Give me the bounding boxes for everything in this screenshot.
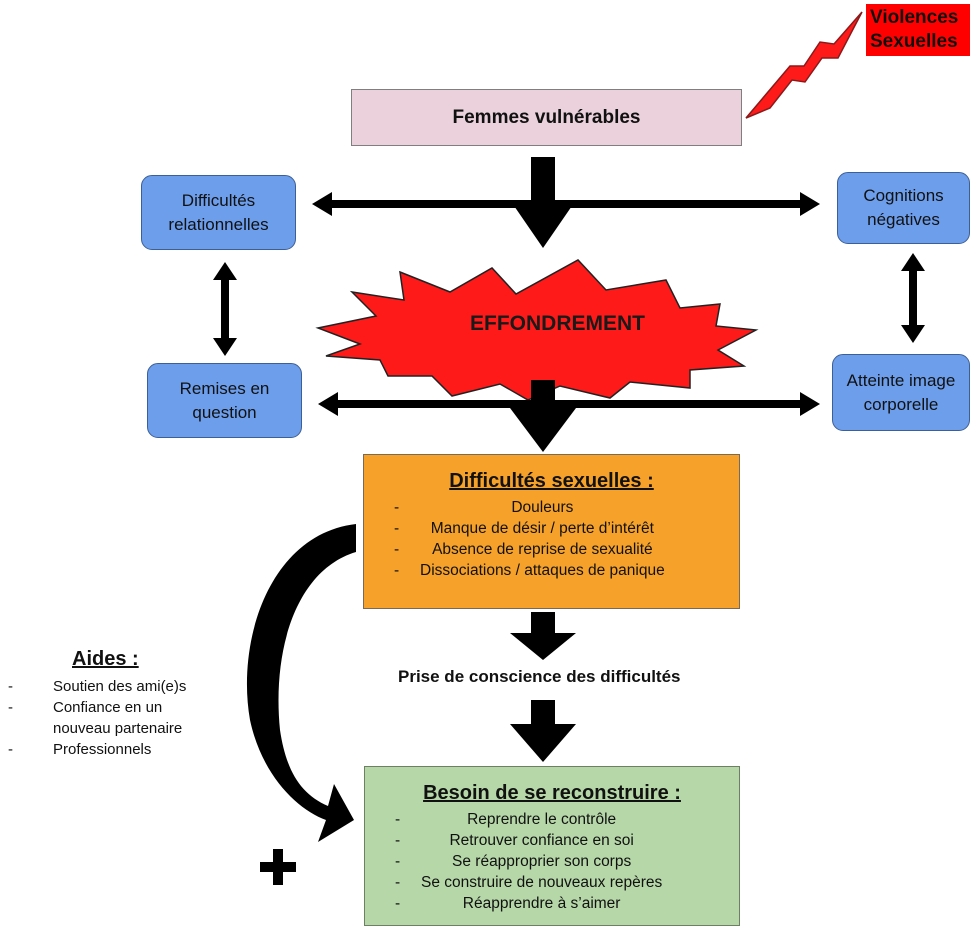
sexual-difficulties-title: Difficultés sexuelles : [449, 470, 654, 492]
list-item: Réapprendre à s’aimer [395, 893, 662, 914]
cognitions-line2: négatives [867, 210, 940, 229]
list-item: Retrouver confiance en soi [395, 830, 662, 851]
body-image-line1: Atteinte image [846, 370, 956, 390]
body-image-box: Atteinte image corporelle [832, 354, 970, 431]
violence-line1: Violences [870, 7, 959, 28]
awareness-label: Prise de conscience des difficultés [398, 667, 681, 686]
list-item-continuation: nouveau partenaire [53, 720, 183, 737]
rebuild-list: Reprendre le contrôle Retrouver confianc… [365, 809, 662, 914]
double-arrow-right [901, 253, 925, 343]
list-item: Absence de reprise de sexualité [394, 539, 665, 560]
list-item: Soutien des ami(e)s [8, 676, 186, 697]
sexual-difficulties-list: Douleurs Manque de désir / perte d’intér… [364, 497, 665, 581]
lightning-icon [745, 11, 863, 119]
negative-cognitions-box: Cognitions négatives [837, 172, 970, 244]
list-item: Reprendre le contrôle [395, 809, 662, 830]
cognitions-line1: Cognitions [863, 186, 944, 205]
rebuild-box: Besoin de se reconstruire : Reprendre le… [364, 766, 740, 926]
list-item: Professionnels [8, 739, 186, 760]
questioning-box: Remises en question [147, 363, 302, 438]
rebuild-title: Besoin de se reconstruire : [423, 782, 681, 804]
aides-title: Aides : [72, 648, 139, 670]
violence-label: Violences Sexuelles [866, 4, 970, 56]
vulnerable-women-label: Femmes vulnérables [452, 106, 641, 128]
plus-icon-horizontal [260, 862, 296, 872]
sexual-difficulties-box: Difficultés sexuelles : Douleurs Manque … [363, 454, 740, 609]
down-arrow-rebuild [510, 700, 576, 762]
down-arrow-collapse [510, 380, 576, 452]
vulnerable-women-box: Femmes vulnérables [351, 89, 742, 146]
collapse-label: EFFONDREMENT [470, 312, 645, 335]
list-item: Dissociations / attaques de panique [394, 560, 665, 581]
explosion-burst-icon [315, 259, 759, 401]
down-arrow-awareness [510, 612, 576, 660]
questioning-line2: question [192, 402, 257, 422]
list-item: Manque de désir / perte d’intérêt [394, 518, 665, 539]
relational-line2: relationnelles [168, 214, 269, 234]
double-arrow-left [213, 262, 237, 356]
curved-arrow [246, 524, 356, 842]
list-item: Se réapproprier son corps [395, 851, 662, 872]
list-item: Confiance en un [8, 697, 186, 718]
body-image-line2: corporelle [863, 394, 939, 414]
list-item: Douleurs [394, 497, 665, 518]
relational-difficulties-box: Difficultés relationnelles [141, 175, 296, 250]
list-item: Se construire de nouveaux repères [395, 872, 662, 893]
relational-line1: Difficultés [181, 190, 256, 210]
double-arrow-bottom [318, 392, 820, 416]
aides-list: Soutien des ami(e)s Confiance en un nouv… [8, 676, 186, 760]
list-item: nouveau partenaire [8, 718, 186, 739]
double-arrow-top [312, 192, 820, 216]
violence-line2: Sexuelles [870, 31, 958, 52]
questioning-line1: Remises en [179, 378, 270, 398]
